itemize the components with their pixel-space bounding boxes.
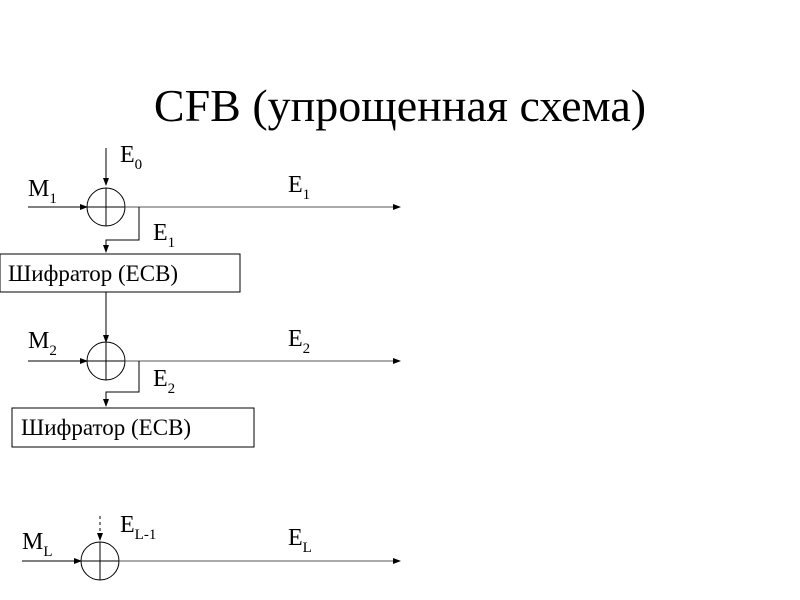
stage2-output-label: E2 [288, 326, 310, 357]
stage2-forward-label: E2 [153, 366, 175, 397]
stage2-xor-symbol [86, 341, 126, 381]
stage-1: E0 M1 E1 E1 Шифратор (ECB) [0, 142, 401, 293]
slide-title: CFB (упрощенная схема) [153, 80, 647, 131]
stage2-forward-wire [103, 361, 140, 407]
stage1-output-label: E1 [288, 172, 310, 203]
stagel-feedback-label: EL-1 [120, 512, 156, 543]
stage1-cipher-box [0, 253, 241, 293]
stagel-xor-symbol [80, 541, 120, 581]
stage2-input-label: M2 [28, 328, 57, 359]
stagel-output-label: EL [288, 525, 312, 556]
stage1-forward-wire [103, 207, 140, 253]
stage1-input-label: M1 [28, 176, 57, 207]
stagel-input-label: ML [22, 529, 53, 560]
stage2-cipher-box [11, 407, 255, 448]
stage2-cipher-label: Шифратор (ECB) [21, 415, 191, 440]
stage-2: M2 E2 E2 Шифратор (ECB) [11, 292, 401, 448]
stage1-xor-symbol [86, 187, 126, 227]
stage-l: EL-1 ML EL [22, 512, 401, 581]
stage1-feedback-label: E0 [120, 142, 142, 173]
stage1-forward-label: E1 [153, 220, 175, 251]
stage1-cipher-label: Шифратор (ECB) [8, 261, 178, 286]
